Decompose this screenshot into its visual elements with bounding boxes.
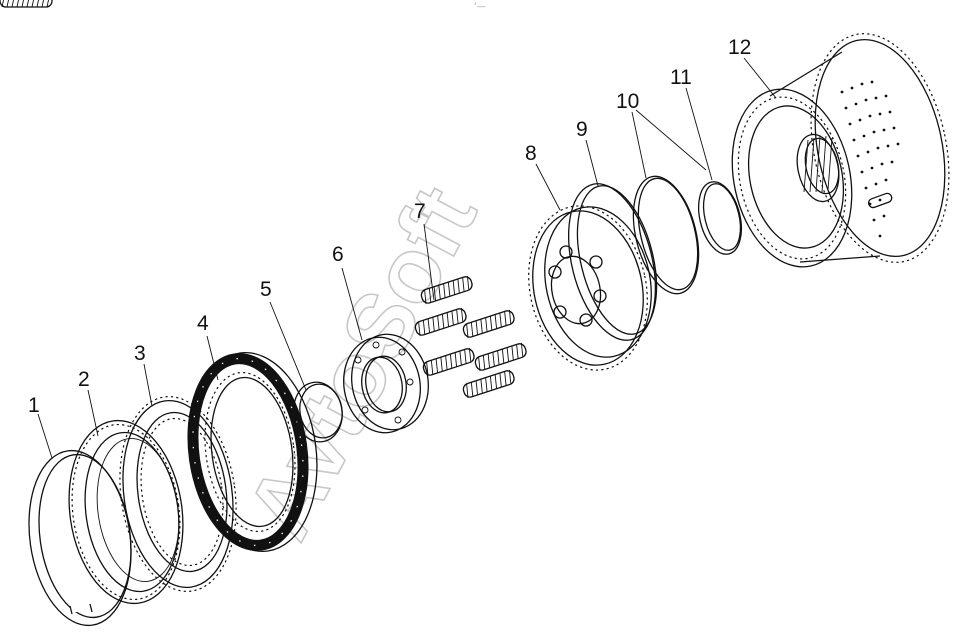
callout-10: 10 [616, 90, 639, 113]
leader-2 [87, 389, 99, 437]
leader-6 [341, 267, 363, 341]
leader-5 [269, 301, 307, 391]
leader-lines [37, 57, 777, 459]
part-5-retaining-ring [293, 381, 343, 443]
part-3-steel-plate [119, 396, 237, 592]
part-6-spring-retainer [343, 333, 429, 434]
part-4-friction-disc [187, 351, 318, 553]
callout-4: 4 [197, 312, 209, 335]
callout-8: 8 [525, 142, 537, 165]
leader-12 [743, 57, 777, 99]
top-marker: ‘— [474, 2, 486, 12]
leader-9 [585, 139, 599, 187]
callout-5: 5 [260, 278, 272, 301]
part-12-clutch-drum [731, 33, 950, 268]
leader-7 [423, 223, 435, 301]
leader-11 [685, 87, 713, 181]
callout-9: 9 [576, 118, 588, 141]
part-7-springs [0, 0, 529, 400]
leader-3 [143, 363, 153, 407]
leader-10a [631, 111, 647, 179]
callout-2: 2 [78, 368, 90, 391]
callout-11: 11 [670, 66, 692, 89]
callout-6: 6 [332, 243, 344, 266]
spring [0, 0, 53, 8]
callout-7: 7 [414, 200, 426, 223]
part-1-snap-ring [28, 449, 132, 627]
leader-8 [535, 163, 561, 211]
callout-1: 1 [28, 394, 40, 417]
leader-1 [37, 413, 53, 459]
leader-10b [635, 109, 707, 171]
part-9-seal-ring [567, 183, 658, 341]
callout-3: 3 [134, 342, 146, 365]
callout-12: 12 [728, 36, 751, 59]
leader-4 [206, 335, 219, 381]
callouts: 1 2 3 4 5 6 7 8 9 10 11 12 [28, 36, 751, 417]
part-2-pressure-plate [68, 419, 184, 605]
part-10-o-ring [632, 175, 700, 295]
part-11-inner-o-ring [697, 181, 743, 255]
